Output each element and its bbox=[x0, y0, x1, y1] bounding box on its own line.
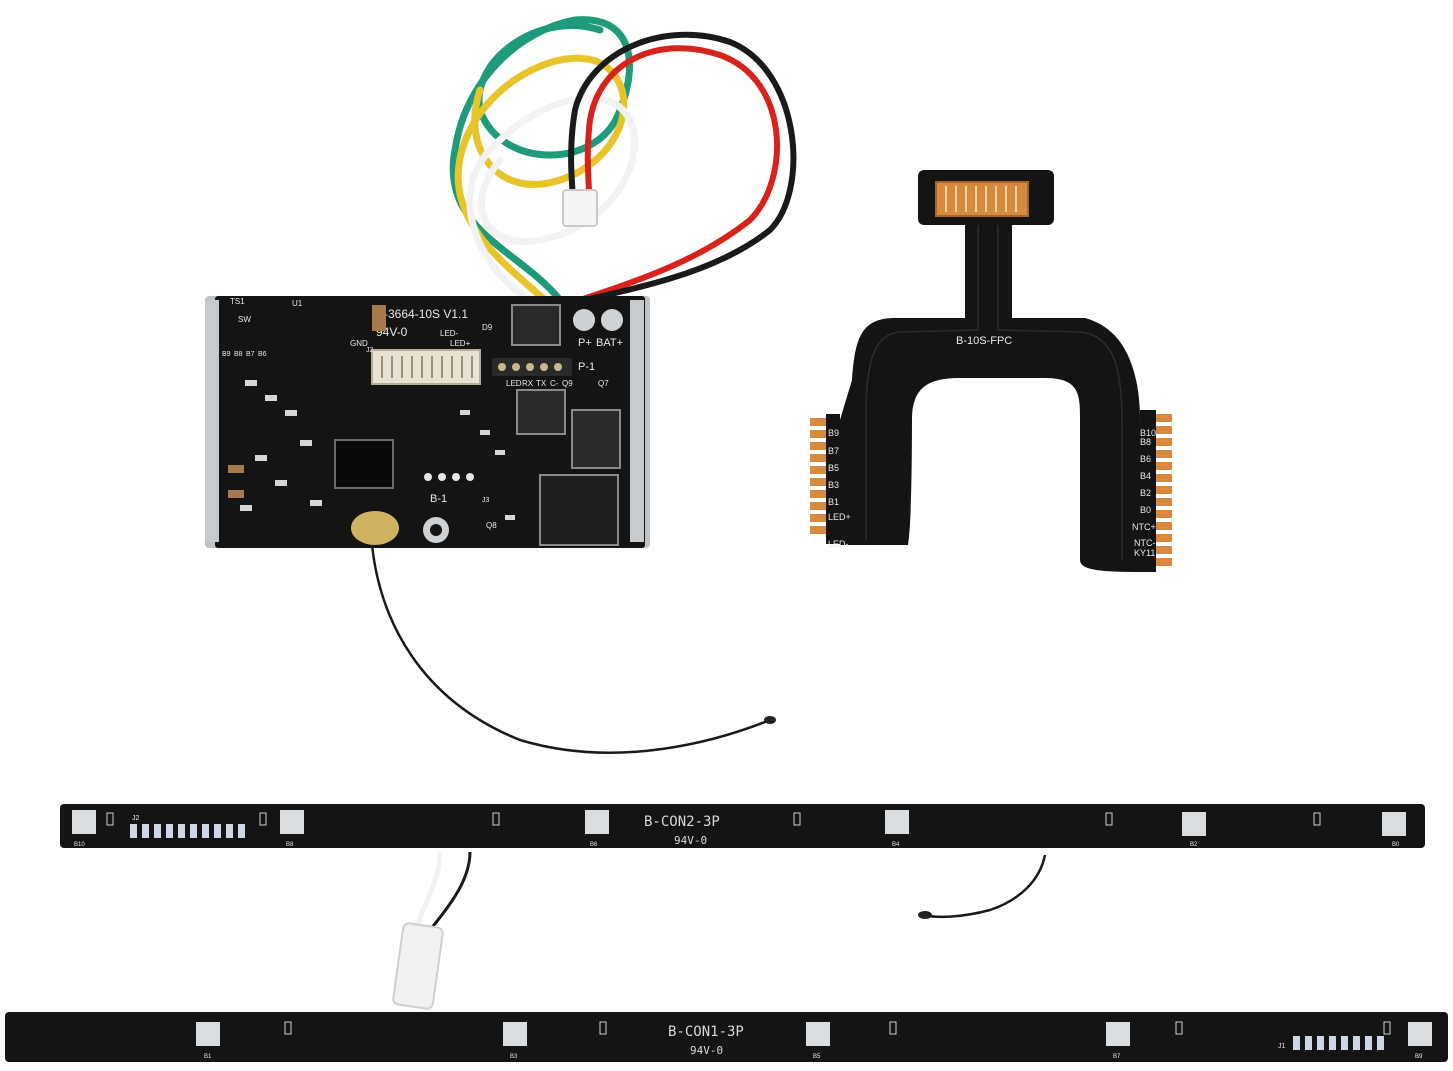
fpc-left-pad-b7: B7 bbox=[828, 446, 839, 456]
fpc-left-pad-led-plus: LED+ bbox=[828, 512, 851, 522]
label-b6: B6 bbox=[258, 351, 267, 358]
mosfet-q7 bbox=[571, 409, 621, 469]
board-model-label: B-3664-10S V1.1 bbox=[376, 307, 468, 321]
fpc-right-pad-b8: B8 bbox=[1140, 437, 1151, 447]
label-q7: Q7 bbox=[598, 379, 609, 388]
strip-top-model-label: B-CON2-3P bbox=[644, 814, 720, 830]
fpc-gold-connector bbox=[935, 181, 1029, 217]
thermistor-tape bbox=[351, 511, 399, 545]
label-b9: B9 bbox=[222, 351, 231, 358]
label-d9: D9 bbox=[482, 323, 493, 332]
fpc-right-pad-b2: B2 bbox=[1140, 488, 1151, 498]
fpc-right-pad-b10: B10 bbox=[1140, 428, 1156, 438]
strip-bottom-pad-b9: B9 bbox=[1415, 1054, 1423, 1060]
fpc-flex-cable: B-10S-FPC B9 B7 B5 B3 B1 LED+ LED- B10 bbox=[810, 170, 1172, 572]
label-bat-plus: BAT+ bbox=[596, 337, 623, 349]
fpc-right-pad-b0: B0 bbox=[1140, 505, 1151, 515]
strip-top-connector-label: J2 bbox=[132, 815, 140, 822]
label-u1: U1 bbox=[292, 299, 303, 308]
label-q9: Q9 bbox=[562, 379, 573, 388]
mcu-chip bbox=[334, 439, 394, 489]
header-pin-rx: RX bbox=[522, 379, 534, 388]
fpc-left-pad-b5: B5 bbox=[828, 463, 839, 473]
strip-b-con2: B-CON2-3P 94V-0 J2 B10 B8 B6 B4 B2 B0 bbox=[60, 804, 1425, 848]
label-j3: J3 bbox=[482, 497, 490, 504]
strip-bottom-model-label: B-CON1-3P bbox=[668, 1024, 744, 1040]
label-led-plus: LED+ bbox=[450, 339, 471, 348]
label-b7: B7 bbox=[246, 351, 255, 358]
strip-top-rating-label: 94V-0 bbox=[674, 834, 707, 847]
label-q8: Q8 bbox=[486, 521, 497, 530]
thermistor-wire bbox=[370, 544, 771, 754]
header-pin-led: LED bbox=[506, 379, 522, 388]
label-b-1: B-1 bbox=[430, 493, 447, 505]
mosfet-q9 bbox=[516, 389, 566, 435]
mosfet-q8 bbox=[539, 474, 619, 546]
strip-bottom-connector-label: J1 bbox=[1278, 1043, 1286, 1050]
fpc-right-pad-ntc-minus: NTC- bbox=[1134, 538, 1156, 548]
fpc-left-pad-led-minus: LED- bbox=[828, 539, 849, 549]
fpc-left-pad-b3: B3 bbox=[828, 480, 839, 490]
jst-connector bbox=[562, 189, 598, 227]
strip-top-pad-b0: B0 bbox=[1392, 842, 1400, 848]
strip-bottom-pad-b5: B5 bbox=[813, 1054, 821, 1060]
header-pin-tx: TX bbox=[536, 379, 547, 388]
fpc-right-pad-ky11: KY11 bbox=[1134, 548, 1155, 558]
label-j2: J2 bbox=[366, 347, 374, 354]
strip-bottom-pad-b7: B7 bbox=[1113, 1054, 1121, 1060]
label-gnd: GND bbox=[350, 339, 368, 348]
main-bms-board: B-3664-10S V1.1 94V-0 TS1 SW U1 GND LED-… bbox=[205, 296, 650, 548]
header-pin-c-minus: C- bbox=[550, 379, 559, 388]
strip-bottom-rating-label: 94V-0 bbox=[690, 1044, 723, 1057]
pin-header bbox=[492, 358, 572, 376]
strip-top-pad-b10: B10 bbox=[74, 842, 85, 848]
fpc-model-label: B-10S-FPC bbox=[956, 335, 1012, 347]
fuse-wire-white bbox=[415, 851, 443, 926]
board-fpc-connector bbox=[371, 349, 481, 385]
fpc-left-pad-b9: B9 bbox=[828, 428, 839, 438]
strip-bottom-pad-b1: B1 bbox=[204, 1054, 212, 1060]
fuse-wire-black bbox=[428, 851, 472, 931]
label-b8: B8 bbox=[234, 351, 243, 358]
strip-thermistor-wire bbox=[924, 854, 1047, 919]
label-p-plus: P+ bbox=[578, 337, 592, 349]
strip-b-con1: B-CON1-3P 94V-0 J1 B1 B3 B5 B7 B9 bbox=[5, 1012, 1448, 1062]
label-ts1: TS1 bbox=[230, 297, 245, 306]
fpc-right-pad-ntc-plus: NTC+ bbox=[1132, 522, 1156, 532]
strip-top-pad-b6: B6 bbox=[590, 842, 598, 848]
strip-top-pad-b2: B2 bbox=[1190, 842, 1198, 848]
fpc-right-pad-b6: B6 bbox=[1140, 454, 1151, 464]
strip-bottom-pad-b3: B3 bbox=[510, 1054, 518, 1060]
label-sw: SW bbox=[238, 315, 251, 324]
fpc-left-pad-b1: B1 bbox=[828, 497, 839, 507]
wire-harness bbox=[449, 16, 797, 304]
strip-top-pad-b8: B8 bbox=[286, 842, 294, 848]
thermal-fuse bbox=[392, 922, 444, 1010]
label-p-1: P-1 bbox=[578, 361, 595, 373]
label-led-minus: LED- bbox=[440, 329, 459, 338]
fpc-right-pad-b4: B4 bbox=[1140, 471, 1151, 481]
strip-top-pad-b4: B4 bbox=[892, 842, 900, 848]
